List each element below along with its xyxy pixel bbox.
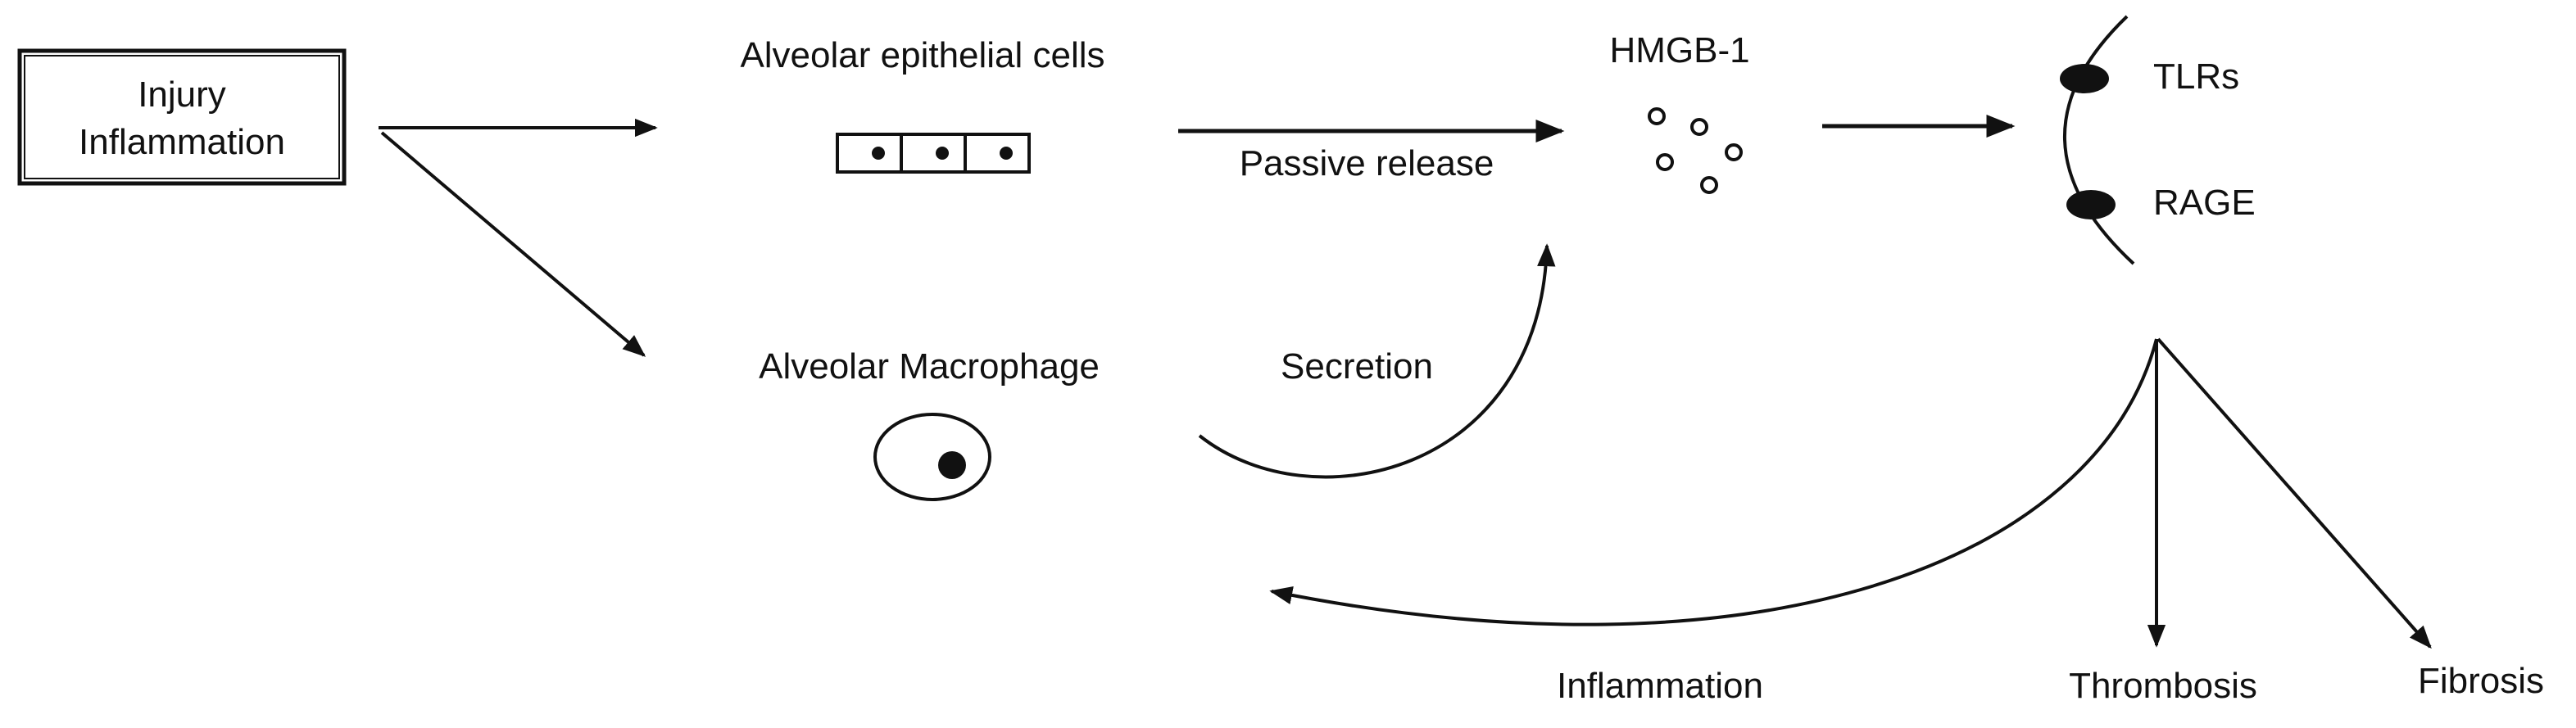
arrow-to-inflammation xyxy=(1269,338,2158,626)
hmgb1-molecules-icon xyxy=(1648,107,1743,194)
hmgb1-label: HMGB-1 xyxy=(1609,30,1749,70)
arrow-secretion xyxy=(1198,243,1556,479)
rage-receptor-icon xyxy=(2066,190,2116,219)
arrow-to-fibrosis xyxy=(2156,337,2432,649)
fibrosis-outcome-label: Fibrosis xyxy=(2418,661,2544,701)
inflammation-box-label: Inflammation xyxy=(79,122,285,162)
rage-label: RAGE xyxy=(2153,183,2256,223)
tlr-label: TLRs xyxy=(2153,57,2239,97)
arrow-injury-to-macrophage xyxy=(380,131,646,357)
thrombosis-outcome-label: Thrombosis xyxy=(2069,666,2257,706)
injury-inflammation-box: Injury Inflammation xyxy=(17,48,347,186)
injury-label: Injury xyxy=(138,75,226,115)
cell-membrane-arc xyxy=(2063,15,2135,265)
epithelial-cells-icon xyxy=(836,133,1031,174)
macrophage-icon xyxy=(873,413,991,501)
passive-release-label: Passive release xyxy=(1240,143,1494,183)
macrophage-label: Alveolar Macrophage xyxy=(759,346,1100,387)
epithelial-cells-label: Alveolar epithelial cells xyxy=(740,35,1104,75)
tlr-receptor-icon xyxy=(2060,64,2109,93)
secretion-label: Secretion xyxy=(1281,346,1433,387)
inflammation-outcome-label: Inflammation xyxy=(1557,666,1763,706)
